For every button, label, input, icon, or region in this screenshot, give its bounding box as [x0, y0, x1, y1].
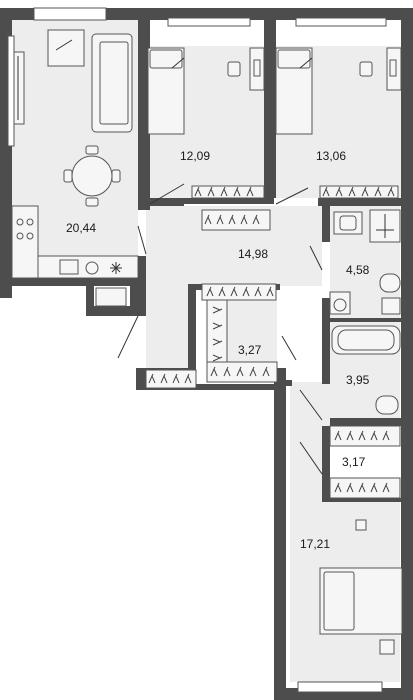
hanger-icon — [348, 186, 356, 197]
storage-cabinet — [95, 287, 127, 307]
hanger-icon — [382, 482, 390, 493]
wardrobes — [145, 185, 401, 499]
hanger-icon — [212, 322, 223, 330]
wardrobe-bedroom-2 — [319, 185, 399, 199]
room-area-bedroom-2: 13,06 — [316, 149, 346, 163]
hanger-icon — [212, 354, 223, 362]
hanger-icon — [346, 430, 354, 441]
hanger-icon — [370, 482, 378, 493]
hanger-icon — [204, 214, 212, 225]
room-area-bathroom: 4,58 — [346, 263, 370, 277]
hanger-icon — [254, 286, 262, 297]
wardrobe-hallway-bottom — [145, 369, 197, 389]
hanger-icon — [148, 373, 156, 384]
armchair — [47, 29, 85, 67]
wardrobe-dressing-bottom — [206, 361, 278, 383]
hanger-icon — [240, 214, 248, 225]
kitchen-counter-side — [11, 205, 39, 279]
hanger-icon — [216, 214, 224, 225]
wardrobe-dressing-top — [201, 283, 277, 301]
hanger-icon — [228, 214, 236, 225]
hanger-icon — [236, 366, 244, 377]
hanger-icon — [252, 214, 260, 225]
room-area-hallway: 14,98 — [238, 247, 268, 261]
bathroom-furniture — [329, 209, 401, 315]
wardrobe-hallway — [201, 209, 271, 231]
nightstand — [355, 519, 367, 531]
hanger-icon — [246, 186, 254, 197]
hanger-icon — [194, 186, 202, 197]
hanger-icon — [249, 366, 257, 377]
toilet-bath-furniture — [331, 325, 401, 415]
snowflake-icon — [110, 262, 122, 274]
hanger-icon — [233, 186, 241, 197]
hanger-icon — [160, 373, 168, 384]
hanger-icon — [262, 366, 270, 377]
master-bedroom-furniture — [319, 519, 403, 655]
door-swings — [117, 183, 323, 475]
room-area-kitchen-living: 20,44 — [66, 221, 96, 235]
dining-table — [71, 155, 113, 197]
hanger-icon — [358, 482, 366, 493]
washing-machine — [85, 261, 99, 275]
hanger-icon — [172, 373, 180, 384]
hanger-icon — [230, 286, 238, 297]
room-area-dressing-room-1: 3,27 — [238, 343, 262, 357]
hanger-icon — [184, 373, 192, 384]
chair — [359, 61, 373, 77]
hanger-icon — [148, 186, 395, 493]
hanger-icon — [387, 186, 395, 197]
hanger-icon — [206, 286, 214, 297]
room-labels: 20,44 12,09 13,06 14,98 4,58 3,27 3,95 3… — [66, 149, 370, 551]
room-area-bedroom-1: 12,09 — [180, 149, 210, 163]
hanger-icon — [212, 306, 223, 314]
hanger-icon — [370, 430, 378, 441]
hanger-icon — [361, 186, 369, 197]
hanger-icon — [212, 338, 223, 346]
bedroom-2-furniture — [275, 47, 402, 135]
tv-stand — [13, 51, 25, 125]
hanger-icon — [207, 186, 215, 197]
hanger-icon — [334, 482, 342, 493]
hanger-icon — [218, 286, 226, 297]
room-area-dressing-room-2: 3,17 — [342, 455, 366, 469]
hanger-icon — [220, 186, 228, 197]
kitchen-sink — [59, 259, 79, 275]
toilet — [379, 273, 401, 293]
hanger-icon — [382, 430, 390, 441]
kitchen-living-furniture — [11, 29, 139, 307]
hanger-icon — [334, 430, 342, 441]
toilet — [375, 395, 399, 415]
bedroom-1-furniture — [147, 47, 265, 135]
wardrobe-bedroom-1 — [191, 185, 265, 199]
windows — [7, 7, 387, 693]
hanger-icon — [266, 286, 274, 297]
hanger-icon — [322, 186, 330, 197]
nightstand — [379, 639, 395, 655]
hanger-icon — [242, 286, 250, 297]
hanger-icon — [210, 366, 218, 377]
wardrobe-dressing-2-top — [329, 425, 401, 447]
hanger-icon — [223, 366, 231, 377]
hanger-icon — [335, 186, 343, 197]
hanger-icon — [346, 482, 354, 493]
wardrobe-dressing-2-bottom — [329, 477, 401, 499]
room-area-master-bedroom: 17,21 — [300, 537, 330, 551]
room-area-toilet-bath: 3,95 — [346, 373, 370, 387]
hanger-icon — [358, 430, 366, 441]
chair — [227, 61, 241, 77]
hanger-icon — [374, 186, 382, 197]
